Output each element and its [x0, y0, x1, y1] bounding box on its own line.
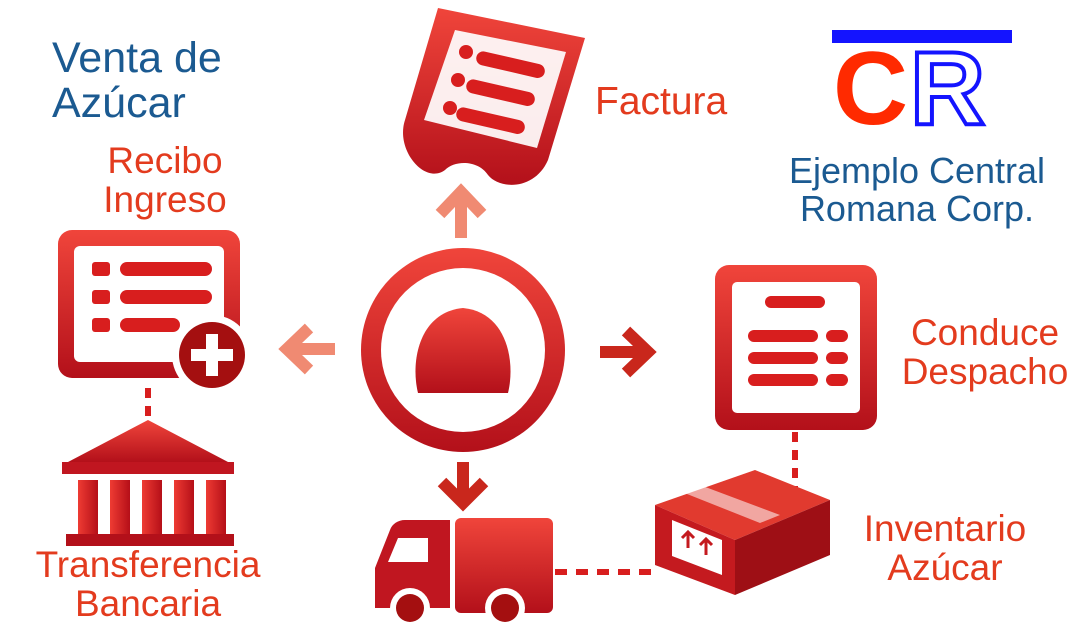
label-recibo-line-2: Ingreso [103, 178, 227, 220]
invoice-scroll-icon [403, 8, 585, 185]
label-inventario-line-2: Azúcar [887, 546, 1003, 588]
label-conduce-despacho: Conduce Despacho [885, 312, 1085, 392]
label-transferencia-line-1: Transferencia [35, 544, 261, 585]
label-transferencia-line-2: Bancaria [74, 582, 222, 624]
arrow-right-icon [600, 326, 657, 378]
logo-letter-c: C [833, 31, 908, 147]
page-title: Venta de Azúcar [52, 34, 222, 128]
label-recibo-line-1: Recibo [107, 140, 223, 181]
logo-bar [832, 30, 1012, 43]
receipt-plus-icon [58, 230, 252, 395]
dispatch-document-icon [715, 265, 877, 430]
sugar-sack-icon [361, 248, 565, 452]
title-line-2: Azúcar [52, 79, 186, 128]
arrow-down-icon [437, 462, 489, 512]
company-line-1: Ejemplo Central [788, 150, 1046, 191]
truck-icon [375, 518, 553, 627]
logo-letter-r: R [910, 31, 985, 147]
label-inventario-line-1: Inventario [863, 508, 1027, 549]
arrow-up-icon [435, 183, 487, 238]
company-name: Ejemplo Central Romana Corp. [752, 152, 1082, 228]
title-line-1: Venta de [52, 34, 222, 82]
logo: C R [832, 29, 1012, 149]
company-line-2: Romana Corp. [799, 187, 1035, 229]
label-inventario-azucar: Inventario Azúcar [835, 508, 1055, 588]
bank-icon [62, 420, 234, 546]
label-factura: Factura [595, 80, 728, 123]
arrow-left-icon [278, 323, 335, 375]
label-transferencia-bancaria: Transferencia Bancaria [8, 544, 288, 624]
label-recibo-ingreso: Recibo Ingreso [80, 140, 250, 220]
label-conduce-line-1: Conduce [910, 312, 1060, 353]
box-icon [655, 470, 830, 595]
label-conduce-line-2: Despacho [901, 350, 1069, 392]
